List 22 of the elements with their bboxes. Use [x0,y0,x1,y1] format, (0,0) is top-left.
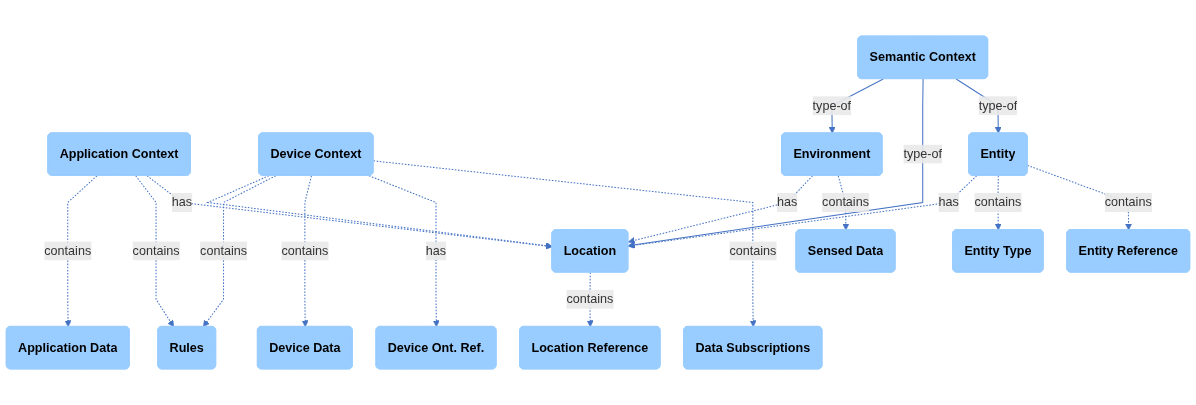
edge-label: type-of [903,147,942,161]
edge-label: contains [822,195,869,209]
arrow [628,175,978,249]
edge-label: has [425,243,447,258]
edge-label: contains [44,243,92,258]
edge-label: type-of [978,98,1018,113]
arrow [837,175,850,231]
arrow [301,175,312,328]
edge-label: contains [974,195,1022,209]
edge-label: contains [1104,195,1152,209]
edge-label: contains [200,243,247,258]
arrow [135,175,174,328]
edge-label: contains [566,292,614,306]
edge-label: has [171,195,193,209]
edge-label: has [776,195,798,209]
edge-label: contains [132,243,180,258]
edge-label: contains [729,243,777,258]
edge-label: contains [281,243,329,258]
edge-label: has [938,195,959,209]
arrow [64,175,98,328]
edge-label: type-of [812,98,852,113]
arrow [628,175,814,244]
